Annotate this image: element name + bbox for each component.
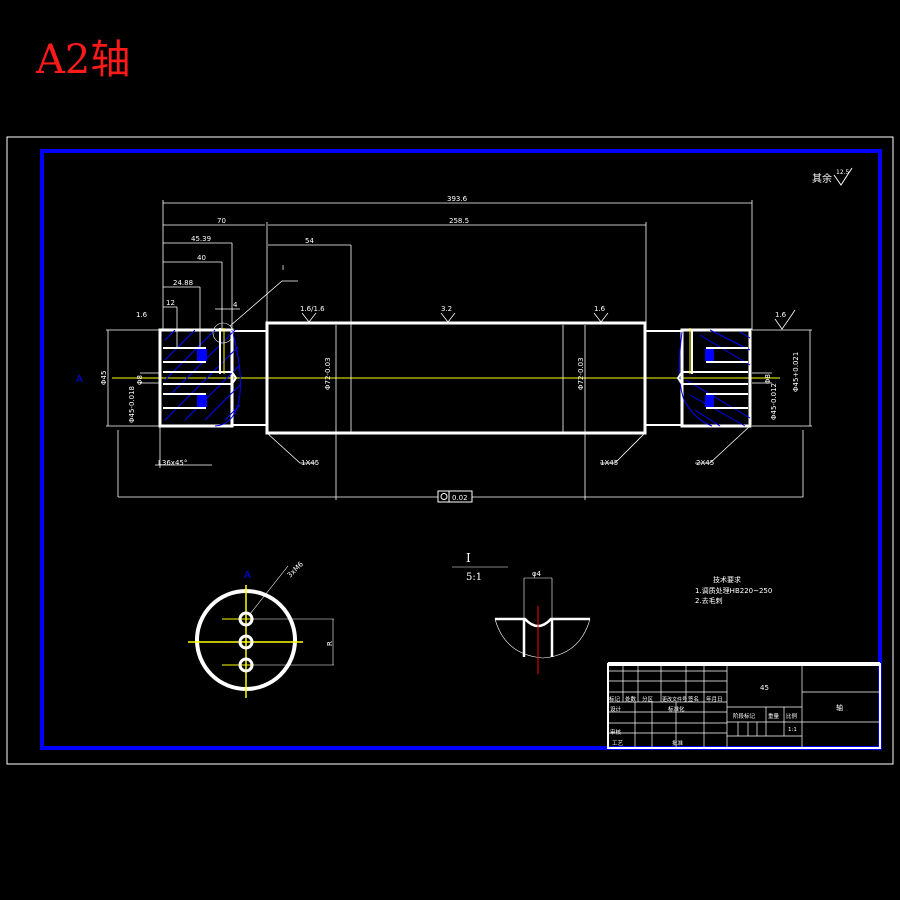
shaft-body-outline: [265, 321, 647, 435]
roughness-3-label: 3.2: [441, 305, 452, 313]
title-block: [607, 662, 881, 749]
small-centerlines: [223, 328, 691, 374]
necks: [232, 330, 682, 426]
headers-label: 更改文件号: [662, 696, 687, 703]
d40-label: 40: [197, 254, 206, 262]
d70-label: 70: [217, 217, 226, 225]
headers-label: 处数: [625, 695, 637, 703]
section-view-a: [188, 565, 334, 698]
headers-label: 年月日: [706, 695, 723, 703]
outer-frame: [6, 136, 894, 765]
section-hole: [238, 611, 254, 627]
scale-label-label: 比例: [786, 712, 798, 720]
detail-profile: [495, 617, 590, 657]
drawing-title: A2轴: [36, 37, 131, 83]
dia-left-label: Φ45: [100, 371, 108, 385]
chamfer-2-label: 1X45: [600, 459, 618, 467]
label-label: 其余: [812, 172, 832, 185]
radius-label: R: [326, 641, 334, 646]
d12-label: 12: [166, 299, 175, 307]
roughness-5-label: 1.6: [775, 311, 787, 319]
headers-label: 分区: [642, 695, 654, 703]
right-hatch: [678, 329, 751, 427]
scale-label: 1:1: [788, 727, 797, 733]
label-label: I: [466, 551, 471, 565]
scale-label: 5:1: [466, 572, 482, 583]
section-centerlines: [188, 585, 303, 698]
total-length-label: 393.6: [447, 195, 468, 203]
detail-lines: [452, 566, 591, 659]
detail-view-i: [452, 566, 591, 674]
d24-88-label: 24.88: [173, 279, 193, 287]
section-dimensions: [249, 565, 334, 666]
heading-label: 技术要求: [713, 575, 741, 584]
dia-right-tol-label: Φ45+0.021: [792, 352, 800, 392]
value-label: 12.5: [836, 169, 850, 176]
label-label: A: [244, 570, 251, 581]
process-label: 工艺: [612, 740, 624, 747]
items-label: 2.去毛刺: [695, 596, 723, 605]
review-label: 审核: [610, 728, 622, 736]
shaft-main-view: [112, 321, 780, 435]
roughness-4-label: 1.6: [594, 305, 606, 313]
d54-label: 54: [305, 237, 314, 245]
weight-label: 重量: [768, 712, 780, 720]
standard-label: 标准化: [668, 705, 685, 713]
flatness-label: 0.02: [452, 494, 468, 502]
flatness-frame: [437, 490, 473, 503]
chamfer-1-label: 1X45: [301, 459, 319, 467]
dia-body-label: Φ72-0.03: [324, 357, 332, 390]
section-hole: [238, 657, 254, 673]
stage-label: 阶段标记: [733, 712, 756, 720]
dia-right-label: Φ45-0.012: [770, 383, 778, 420]
dia-body-right-label: Φ72-0.03: [577, 357, 585, 390]
hole-note-label: 3xM6: [286, 560, 306, 580]
dia-label: φ4: [532, 570, 542, 578]
items-label: 1.调质处理HB220~250: [695, 586, 772, 595]
d45-39-label: 45.39: [191, 235, 211, 243]
section-hole: [238, 634, 254, 650]
dia-left-tol-label: Φ45-0.018: [128, 386, 136, 423]
design-label: 设计: [610, 705, 622, 713]
roughness-1-label: 1.6: [136, 311, 148, 319]
dimension-lines: [106, 200, 812, 500]
headers-label: 签名: [688, 695, 699, 703]
drawing-border: [40, 149, 882, 750]
flatness-box: [437, 490, 473, 503]
chamfer-left-label: L36x45°: [158, 459, 187, 467]
roughness-other-symbol: [833, 167, 853, 186]
body-length-label: 258.5: [449, 217, 469, 225]
material-label: 45: [760, 684, 769, 692]
headers-label: 标记: [609, 695, 621, 703]
title-block-grid: [608, 664, 880, 748]
chamfer-3-label: 2X45: [696, 459, 714, 467]
d4-label: 4: [233, 301, 238, 309]
detail-circle: [212, 322, 234, 344]
part-name-label: 轴: [836, 703, 843, 712]
hole-centerlines: [222, 618, 254, 666]
approve-label: 批准: [672, 739, 684, 747]
flatness-icon: [440, 493, 448, 500]
detail-marker-label: I: [282, 264, 284, 272]
small-hole-label: Φ8: [136, 375, 144, 385]
drawing-labels: 其余12.5393.6258.57045.394024.8812544IΦ45Φ…: [76, 169, 850, 747]
roughness-2-label: 1.6/1.6: [300, 305, 325, 313]
end-holes: [163, 328, 748, 409]
label-label: A: [76, 374, 83, 385]
small-hole-right-label: Φ8: [764, 374, 772, 384]
